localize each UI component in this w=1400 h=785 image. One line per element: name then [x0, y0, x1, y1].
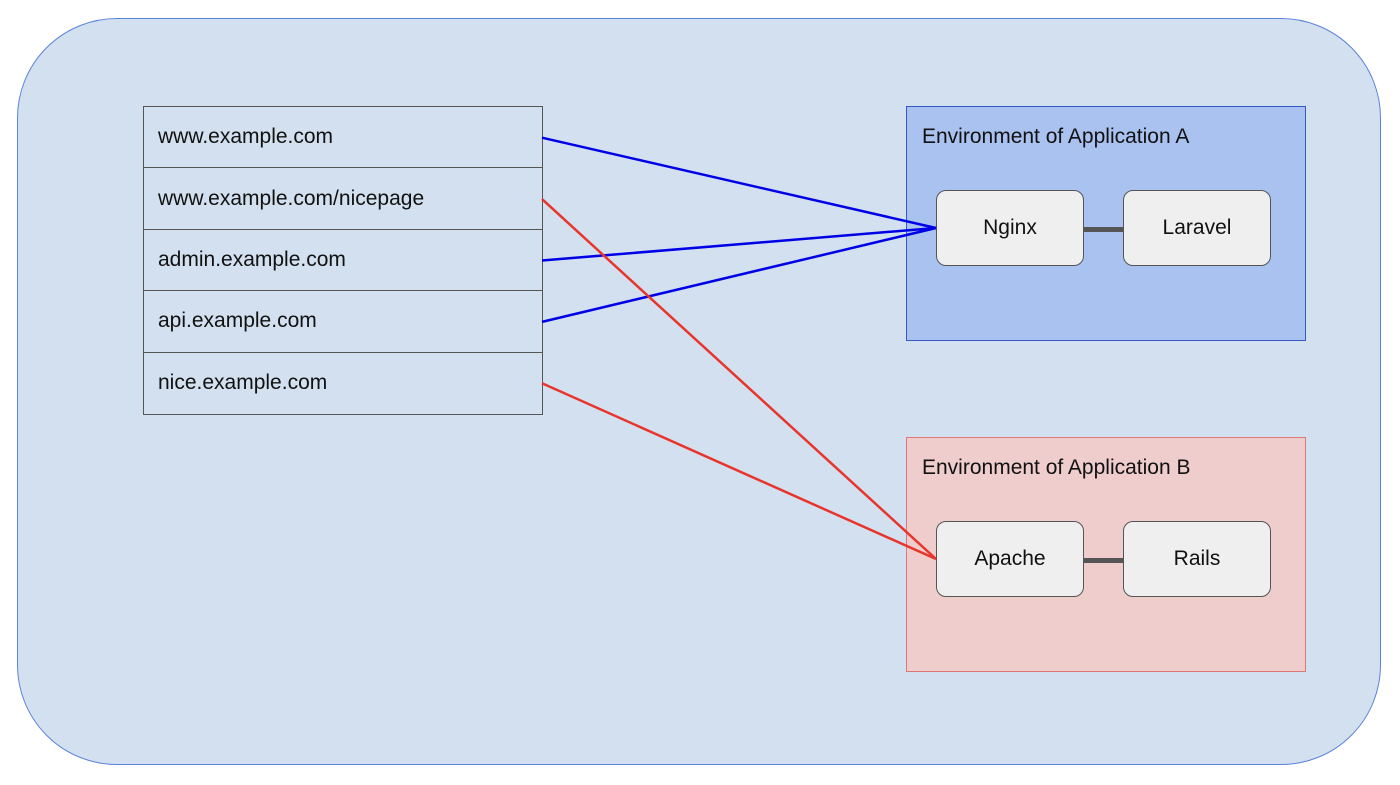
- url-table: www.example.com www.example.com/nicepage…: [143, 106, 543, 415]
- url-row: www.example.com: [144, 107, 542, 169]
- environment-a-title: Environment of Application A: [922, 125, 1190, 148]
- nginx-laravel-connector: [1084, 227, 1123, 232]
- rails-node: Rails: [1123, 521, 1271, 597]
- environment-b-box: Environment of Application B Apache Rail…: [906, 437, 1306, 672]
- url-row: www.example.com/nicepage: [144, 168, 542, 230]
- url-row: api.example.com: [144, 291, 542, 353]
- apache-rails-connector: [1084, 558, 1123, 563]
- environment-a-box: Environment of Application A Nginx Larav…: [906, 106, 1306, 341]
- url-row: admin.example.com: [144, 230, 542, 292]
- apache-node: Apache: [936, 521, 1084, 597]
- nginx-node: Nginx: [936, 190, 1084, 266]
- laravel-node: Laravel: [1123, 190, 1271, 266]
- url-row: nice.example.com: [158, 371, 328, 395]
- environment-b-title: Environment of Application B: [922, 456, 1191, 479]
